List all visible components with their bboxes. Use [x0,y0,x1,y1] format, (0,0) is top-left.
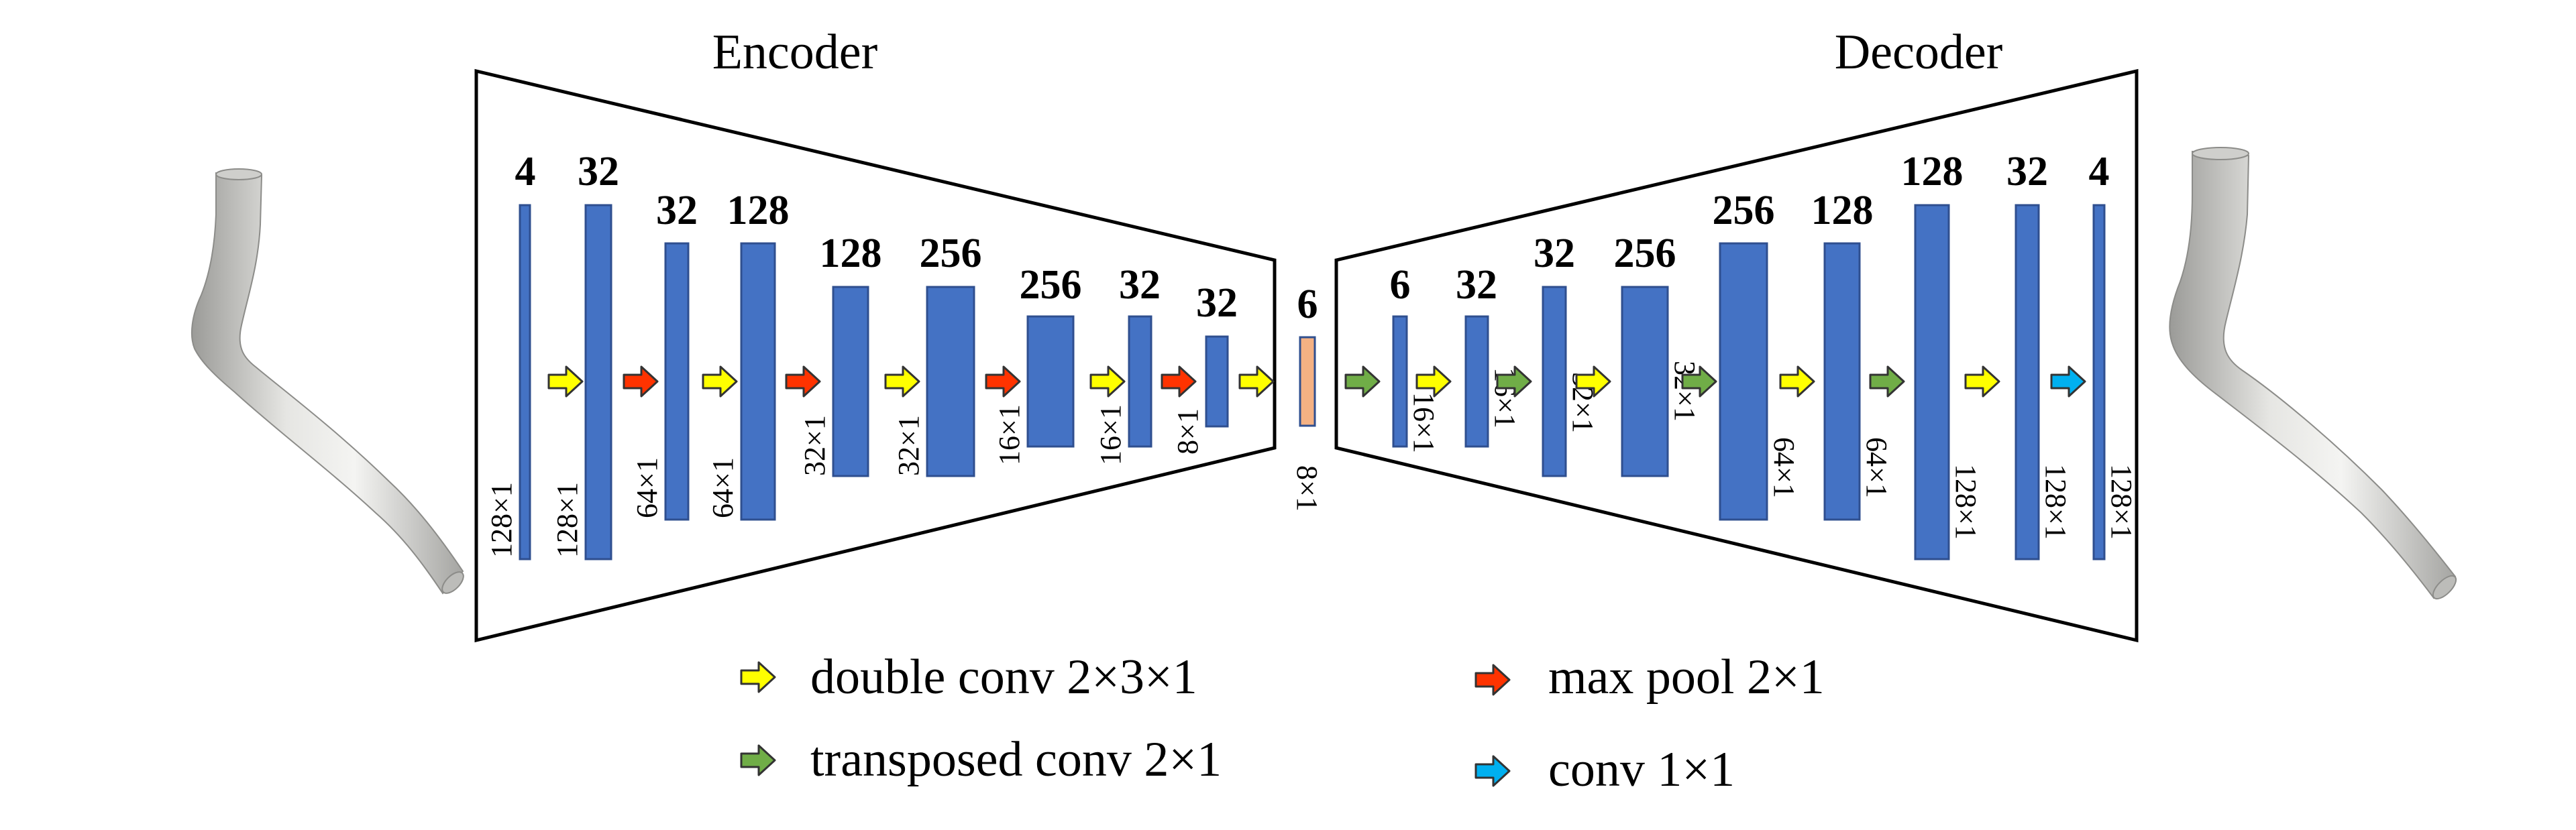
decoder-block-2-channels: 32 [1456,262,1497,308]
encoder-block-8 [1128,315,1152,448]
decoder-block-6-channels: 128 [1811,188,1874,233]
encoder-block-8-size: 16×1 [1094,404,1127,465]
max-pool-arrow-8 [1161,365,1197,398]
encoder-block-1 [519,204,531,560]
operation-arrows [547,365,2086,398]
encoder-block-6-size: 32×1 [892,415,925,476]
decoder-block-8-channels: 32 [2006,149,2048,194]
decoder-block-2 [1464,315,1489,448]
legend-max-pool-label: max pool 2×1 [1548,650,1825,705]
decoder-block-9 [2092,204,2106,560]
double-conv-arrow-3 [702,365,738,398]
encoder-block-7-channels: 256 [1020,262,1082,308]
encoder-block-4-channels: 128 [727,188,790,233]
decoder-block-4-size: 32×1 [1668,361,1701,422]
encoder-block-6 [926,286,975,477]
transposed-conv-arrow-icon [740,744,776,776]
decoder-block-5-channels: 256 [1713,188,1775,233]
max-pool-arrow-icon [1474,664,1511,696]
decoder-block-5-size: 64×1 [1768,437,1801,498]
decoder-block-7-size: 128×1 [1949,464,1982,540]
decoder-block-9-channels: 4 [2089,149,2110,194]
encoder-block-2-size: 128×1 [551,482,584,558]
encoder-block-7-size: 16×1 [993,404,1026,465]
decoder-block-3-channels: 32 [1534,231,1575,276]
transposed-conv-arrow-10 [1344,365,1381,398]
legend-transposed-conv-icon [740,744,776,776]
double-conv-arrow-11 [1415,365,1452,398]
conv-arrow-18 [2050,365,2086,398]
input-vessel-image [191,168,464,595]
encoder-block-2-channels: 32 [578,149,619,194]
legend-conv-label: conv 1×1 [1548,742,1735,797]
latent-block-channels: 6 [1297,282,1318,327]
encoder-block-4 [740,242,776,521]
decoder-block-4-channels: 256 [1614,231,1676,276]
decoder-block-7 [1914,204,1950,560]
double-conv-arrow-1 [547,365,584,398]
decoder-block-5 [1719,242,1768,521]
legend-transposed-conv-label: transposed conv 2×1 [810,732,1222,787]
encoder-block-8-channels: 32 [1119,262,1161,308]
decoder-blocks: 6 16×1 32 16×1 32 32×1 256 32×1 256 64×1… [1390,149,2138,560]
decoder-block-6-size: 64×1 [1860,437,1893,498]
latent-block [1299,336,1316,427]
encoder-block-5-size: 32×1 [798,415,831,476]
decoder-block-1-channels: 6 [1390,262,1411,308]
encoder-block-1-channels: 4 [515,149,536,194]
encoder-blocks: 4 128×1 32 128×1 32 64×1 128 64×1 128 32… [485,149,1238,560]
encoder-block-5 [832,286,869,477]
encoder-block-7 [1026,315,1075,448]
decoder-block-9-size: 128×1 [2105,464,2138,540]
decoder-outline [1334,68,2139,643]
encoder-block-9-channels: 32 [1196,280,1238,326]
transposed-conv-arrow-14 [1681,365,1717,398]
conv-arrow-icon [1474,755,1511,787]
decoder-block-8 [2015,204,2040,560]
encoder-block-3-channels: 32 [656,188,698,233]
double-conv-arrow-icon [740,661,776,693]
decoder-block-4 [1621,286,1669,477]
legend-double-conv-label: double conv 2×3×1 [810,650,1197,705]
double-conv-arrow-17 [1964,365,2000,398]
double-conv-arrow-13 [1575,365,1611,398]
decoder-block-7-channels: 128 [1901,149,1964,194]
decoder-block-1 [1392,315,1408,448]
decoder-block-3 [1542,286,1567,477]
encoder-outline [474,68,1277,643]
transposed-conv-arrow-12 [1496,365,1532,398]
encoder-block-3-size: 64×1 [631,457,663,518]
double-conv-arrow-9 [1238,365,1275,398]
latent-block-size: 8×1 [1291,465,1324,512]
double-conv-arrow-7 [1089,365,1126,398]
output-vessel-image [2169,147,2457,600]
double-conv-arrow-5 [884,365,920,398]
latent-block-group: 6 8×1 [1291,282,1324,512]
encoder-block-4-size: 64×1 [706,457,739,518]
max-pool-arrow-2 [623,365,659,398]
legend-conv-icon [1474,755,1511,787]
decoder-block-8-size: 128×1 [2039,464,2072,540]
transposed-conv-arrow-16 [1869,365,1905,398]
encoder-block-9 [1205,335,1229,428]
decoder-block-1-size: 16×1 [1407,392,1440,453]
encoder-block-6-channels: 256 [920,231,982,276]
legend-double-conv-icon [740,661,776,693]
encoder-block-1-size: 128×1 [485,482,518,558]
legend-max-pool-icon [1474,664,1511,696]
encoder-block-2 [584,204,612,560]
max-pool-arrow-4 [785,365,821,398]
max-pool-arrow-6 [985,365,1021,398]
double-conv-arrow-15 [1779,365,1815,398]
encoder-block-3 [664,242,690,521]
decoder-block-6 [1823,242,1861,521]
decoder-title: Decoder [1835,25,2003,80]
legend: double conv 2×3×1 transposed conv 2×1 ma… [740,650,1825,797]
encoder-block-5-channels: 128 [820,231,882,276]
encoder-title: Encoder [712,25,878,80]
encoder-block-9-size: 8×1 [1171,408,1204,455]
